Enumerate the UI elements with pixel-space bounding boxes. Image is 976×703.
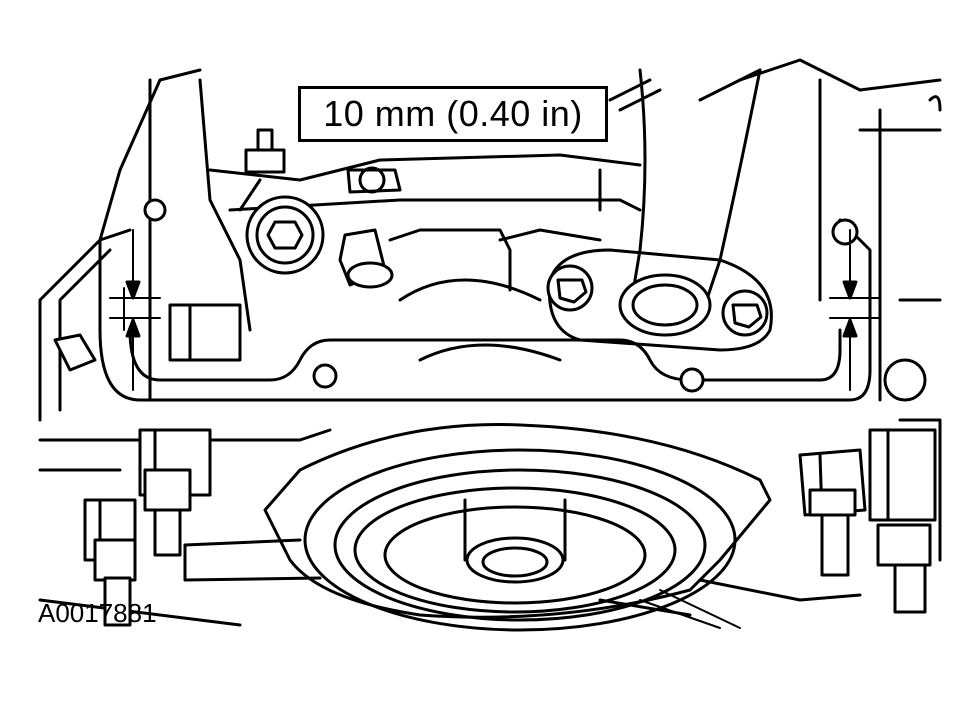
hex-socket-plug (245, 195, 325, 275)
bolt-upper-manifold (346, 166, 402, 194)
bolt-flange-left (546, 264, 594, 312)
lever-arm (338, 228, 394, 289)
mounting-studs-left (38, 428, 212, 627)
bolt-heads (244, 128, 769, 337)
left-fittings (53, 303, 242, 372)
crankshaft-seal (263, 423, 772, 632)
measurement-callout-text: 10 mm (0.40 in) (323, 93, 583, 134)
mounting-studs-right (798, 428, 937, 614)
breather-tube (618, 68, 762, 337)
bolt-top-left (244, 128, 286, 174)
pipe-flange (547, 248, 773, 352)
bolt-flange-right (721, 289, 769, 337)
figure-id-label: A0017881 (38, 598, 157, 628)
lower-block (38, 538, 862, 629)
measurement-arrows-right (829, 229, 881, 391)
pump-housing (143, 95, 942, 402)
measurement-arrows-left (109, 229, 161, 391)
upper-cover (208, 68, 762, 212)
measurement-callout: 10 mm (0.40 in) (298, 86, 608, 142)
engine-block-outline (38, 58, 942, 562)
